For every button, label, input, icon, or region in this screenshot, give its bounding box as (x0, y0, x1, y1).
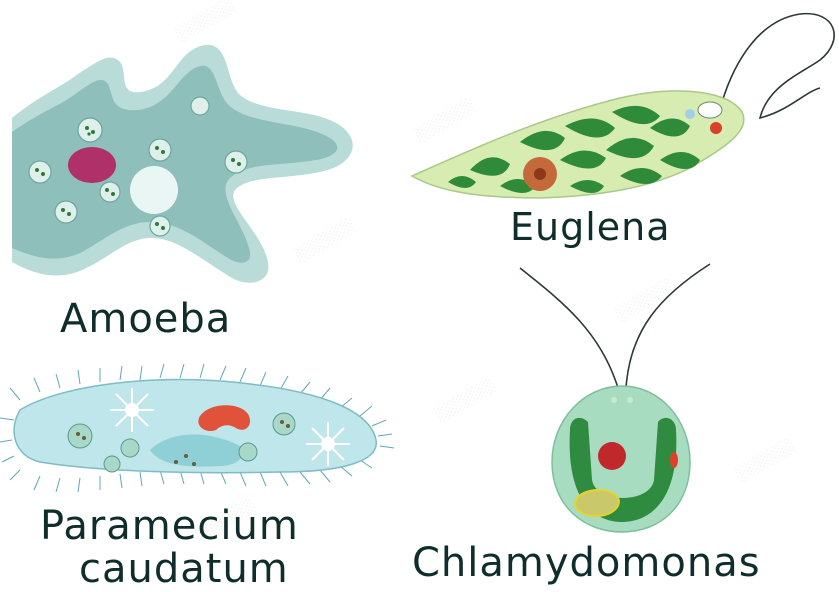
paramecium-illustration (0, 364, 394, 492)
svg-text:░░░░░░: ░░░░░░ (613, 276, 678, 324)
label-chlamydomonas: Chlamydomonas (412, 540, 761, 586)
svg-text:░░░░░░: ░░░░░░ (733, 436, 798, 484)
euglena-illustration (412, 14, 834, 198)
label-paramecium-line1: Paramecium (40, 503, 299, 549)
chlamydomonas-eyespot (670, 452, 678, 468)
euglena-nucleolus (534, 168, 546, 180)
euglena-flagellum (722, 14, 834, 118)
label-amoeba: Amoeba (60, 296, 231, 342)
euglena-eyespot (710, 122, 722, 134)
amoeba-contractile-vacuole (130, 166, 178, 214)
svg-text:░░░░░░: ░░░░░░ (413, 96, 478, 144)
svg-text:░░░░░░: ░░░░░░ (293, 216, 358, 264)
label-euglena: Euglena (510, 205, 671, 249)
euglena-reservoir (698, 102, 722, 118)
amoeba-nucleus (68, 147, 116, 183)
svg-text:░░░░░░: ░░░░░░ (433, 376, 498, 424)
euglena-contractile-vacuole (685, 109, 695, 119)
chlamydomonas-illustration (520, 264, 710, 532)
label-paramecium-line2: caudatum (79, 546, 289, 592)
chlamydomonas-nucleus (598, 442, 626, 470)
chlamydomonas-flagellum-left (520, 268, 618, 388)
chlamydomonas-pyrenoid (575, 490, 619, 516)
svg-text:░░░░░░: ░░░░░░ (173, 0, 238, 43)
